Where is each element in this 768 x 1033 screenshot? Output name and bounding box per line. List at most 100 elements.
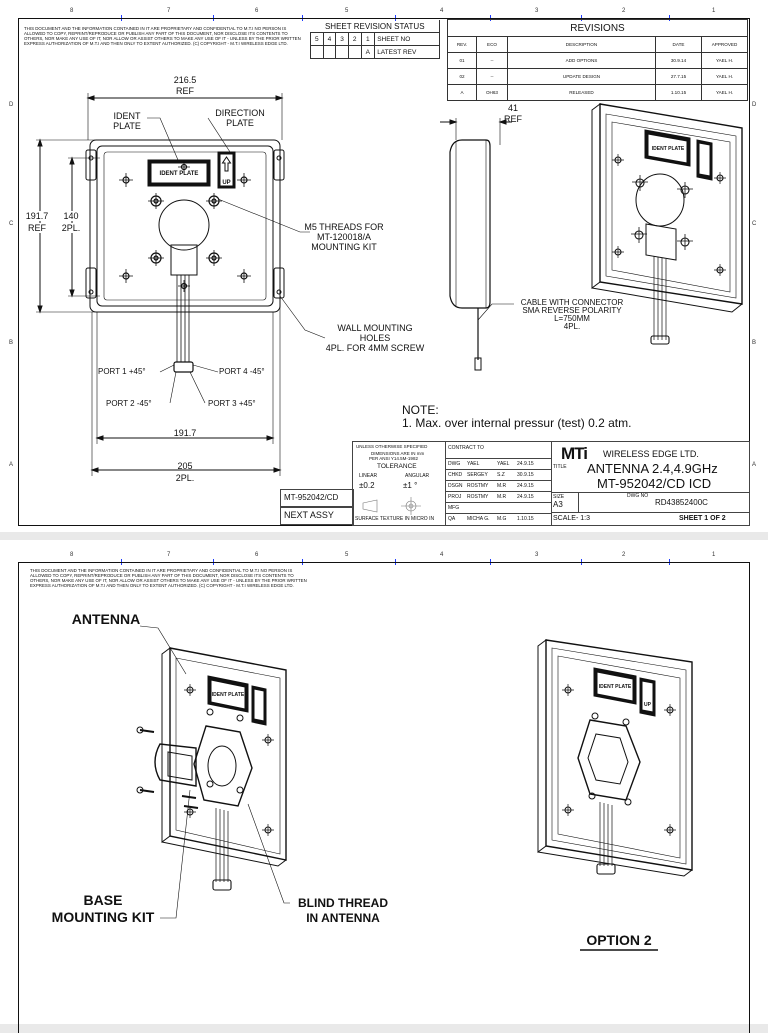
- dim-depth: 41: [507, 103, 518, 113]
- zone-side-label: D: [752, 102, 757, 108]
- approval-row-line: [445, 458, 551, 459]
- zone-label: 3: [535, 8, 539, 14]
- callout-cable-connector: CABLE WITH CONNECTOR SMA REVERSE POLARIT…: [520, 298, 624, 331]
- zone-side-label: B: [9, 340, 14, 346]
- antenna-with-base-kit: [136, 625, 290, 919]
- title-block: UNLESS OTHERWISE SPECIFIED DIMENSIONS AR…: [352, 441, 750, 526]
- drawing-number: RD43852400C: [655, 498, 708, 507]
- sheet-revision-status-table: SHEET REVISION STATUS 5 4 3 2 1 SHEET NO…: [310, 20, 440, 59]
- part-number: MT-952042/CD: [284, 493, 339, 502]
- latest-rev-label: LATEST REV: [374, 45, 440, 59]
- sheet-2-border: [18, 562, 750, 1033]
- zone-label: 2: [622, 552, 626, 558]
- approval-cell: 1.10.15: [517, 516, 534, 522]
- per-ansi: PER ANSI Y14.5M-1982: [369, 456, 418, 461]
- approval-cell: M.R: [497, 494, 507, 500]
- up-marking: UP: [222, 180, 231, 186]
- next-assy-box: NEXT ASSY: [280, 506, 354, 525]
- projection-symbol: [362, 497, 421, 515]
- mti-logo: MTi: [561, 444, 588, 463]
- zone-label: 2: [622, 8, 626, 14]
- approval-cell: YAEL: [497, 461, 510, 467]
- zone-label: 6: [255, 8, 259, 14]
- drawing-title-line-2: MT-952042/CD ICD: [597, 476, 712, 491]
- approval-row-line: [445, 469, 551, 470]
- iso-ident-plate-marking: IDENT PLATE: [211, 692, 245, 698]
- sheet-size: A3: [553, 500, 563, 509]
- approval-cell: QA: [448, 516, 456, 522]
- tolerance-linear: ±0.2: [359, 481, 375, 490]
- size-label: SIZE: [553, 494, 565, 500]
- callout-direction-plate: DIRECTION PLATE: [215, 108, 265, 128]
- linear-label: LINEAR: [359, 473, 378, 479]
- zone-label: 1: [712, 552, 716, 558]
- approval-cell: PROJ: [448, 494, 462, 500]
- zone-label: 7: [167, 8, 171, 14]
- approval-cell: ROSTMY: [467, 483, 489, 489]
- antenna-option-2-view: [537, 639, 693, 951]
- part-number-box: MT-952042/CD: [280, 489, 354, 508]
- zone-label: 1: [712, 8, 716, 14]
- antenna-isometric-view: [591, 103, 743, 345]
- approval-cell: CHKD: [448, 472, 463, 478]
- up-marking: UP: [644, 702, 651, 708]
- tolerance-angular: ±1 °: [403, 481, 418, 490]
- zone-label: 5: [345, 8, 349, 14]
- zone-side-label: C: [9, 221, 14, 227]
- zone-label: 7: [167, 552, 171, 558]
- note-line: 1. Max. over internal pressur (test) 0.2…: [402, 416, 632, 430]
- revisions-table: REVISIONS REV. ECO DESCRIPTION DATE APPR…: [447, 19, 748, 101]
- approval-cell: 24.9.15: [517, 461, 534, 467]
- approval-cell: ROSTMY: [467, 494, 489, 500]
- approval-cell: M.G: [497, 516, 507, 522]
- approval-cell: M.R: [497, 483, 507, 489]
- approval-row-line: [445, 513, 551, 514]
- confidentiality-notice: THIS DOCUMENT AND THE INFORMATION CONTAI…: [24, 26, 301, 46]
- zone-side-label: C: [752, 221, 757, 227]
- callout-base-mounting-kit: BASE MOUNTING KIT: [51, 892, 155, 925]
- table-row: A OH63 RELEASED 1.10.15 YAEL H.: [447, 84, 748, 101]
- callout-wall-mounting-holes: WALL MOUNTING HOLES 4PL. FOR 4MM SCREW: [325, 323, 425, 353]
- approval-cell: SERGEY: [467, 472, 488, 478]
- tolerance-label: TOLERANCE: [377, 463, 417, 470]
- table-row: 01 -- ADD OPTIONS 30.9.14 YAEL H.: [447, 52, 748, 69]
- dim-width-ears: 205: [177, 461, 193, 471]
- option-2-label: OPTION 2: [586, 932, 652, 948]
- approval-cell: S.Z: [497, 472, 505, 478]
- antenna-front-view: [36, 93, 326, 476]
- ident-plate-marking: IDENT PLATE: [159, 171, 199, 177]
- approval-cell: 24.9.15: [517, 483, 534, 489]
- dim-ref: REF: [504, 114, 522, 124]
- unless-specified: UNLESS OTHERWISE SPECIFIED: [356, 444, 428, 449]
- confidentiality-notice: THIS DOCUMENT AND THE INFORMATION CONTAI…: [30, 568, 307, 588]
- port-3-label: PORT 3 +45°: [208, 399, 256, 408]
- iso-ident-plate-marking: IDENT PLATE: [598, 684, 632, 690]
- approval-cell: YAEL: [467, 461, 480, 467]
- approval-row-line: [445, 502, 551, 503]
- dim-height-overall: 191.7: [20, 211, 54, 221]
- drawing-title-line-1: ANTENNA 2.4,4.9GHz: [587, 461, 718, 476]
- dims-in-mm: DIMENSIONS ARE IN mm: [371, 451, 425, 456]
- approval-cell: 30.9.15: [517, 472, 534, 478]
- approval-cell: MICHA G.: [467, 516, 490, 522]
- zone-label: 4: [440, 552, 444, 558]
- surface-texture: SURFACE TEXTURE IN MICRO IN: [355, 516, 435, 522]
- port-1-label: PORT 1 +45°: [98, 367, 146, 376]
- callout-antenna: ANTENNA: [71, 611, 141, 627]
- zone-side-label: A: [9, 462, 14, 468]
- note-title: NOTE:: [402, 403, 439, 417]
- iso-ident-plate-marking: IDENT PLATE: [651, 146, 685, 152]
- zone-side-label: B: [752, 340, 757, 346]
- zone-label: 8: [70, 8, 74, 14]
- zone-label: 4: [440, 8, 444, 14]
- approval-cell: DSGN: [448, 483, 463, 489]
- port-4-label: PORT 4 -45°: [219, 367, 265, 376]
- zone-label: 5: [345, 552, 349, 558]
- contract-to: CONTRACT TO: [448, 445, 484, 451]
- approval-row-line: [445, 491, 551, 492]
- antenna-side-view: [440, 118, 514, 371]
- port-2-label: PORT 2 -45°: [106, 399, 152, 408]
- approval-cell: MFG: [448, 505, 460, 511]
- title-label: TITLE: [553, 464, 567, 470]
